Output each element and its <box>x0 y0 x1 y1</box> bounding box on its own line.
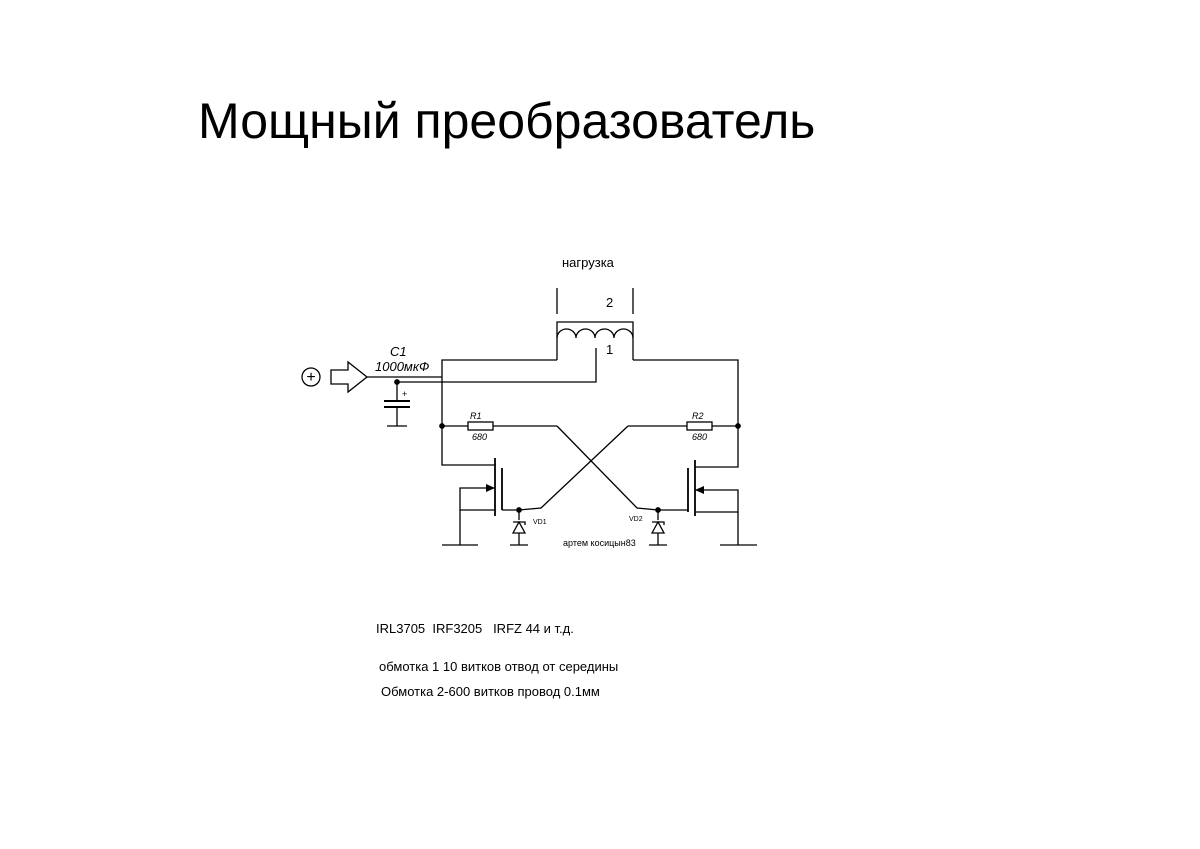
right-drain-wire <box>633 359 739 468</box>
transformer <box>556 288 634 360</box>
vd2-label: VD2 <box>629 516 643 523</box>
cross-wire-r1-to-vd2 <box>556 425 659 511</box>
cross-wire-r2-to-vd1 <box>518 425 629 511</box>
resistor-r1 <box>439 421 557 431</box>
mosfet-right <box>658 460 757 546</box>
c1-value-label: 1000мкФ <box>375 359 429 374</box>
resistor-r2 <box>628 421 741 431</box>
r2-value-label: 680 <box>692 432 707 442</box>
zener-vd2 <box>649 507 667 546</box>
c1-polarity-label: + <box>402 389 407 399</box>
capacitor-c1 <box>384 379 410 427</box>
winding2-note: Обмотка 2-600 витков провод 0.1мм <box>381 684 600 699</box>
author-label: артем косицын83 <box>563 538 636 548</box>
transistor-list-note: IRL3705 IRF3205 IRFZ 44 и т.д. <box>376 621 574 636</box>
r1-name-label: R1 <box>470 411 482 421</box>
vd1-label: VD1 <box>533 519 547 526</box>
load-label: нагрузка <box>562 255 615 270</box>
plus-icon: + <box>306 369 315 386</box>
winding-1-label: 1 <box>606 342 613 357</box>
c1-name-label: C1 <box>390 344 407 359</box>
slide-title: Мощный преобразователь <box>198 93 816 149</box>
center-tap-wire <box>397 348 597 383</box>
r2-name-label: R2 <box>692 411 704 421</box>
left-drain-wire <box>441 359 557 466</box>
r1-value-label: 680 <box>472 432 487 442</box>
winding-2-label: 2 <box>606 295 613 310</box>
mosfet-left <box>442 458 519 546</box>
power-input-terminal <box>301 360 442 394</box>
zener-vd1 <box>510 507 528 546</box>
winding1-note: обмотка 1 10 витков отвод от середины <box>379 659 619 674</box>
